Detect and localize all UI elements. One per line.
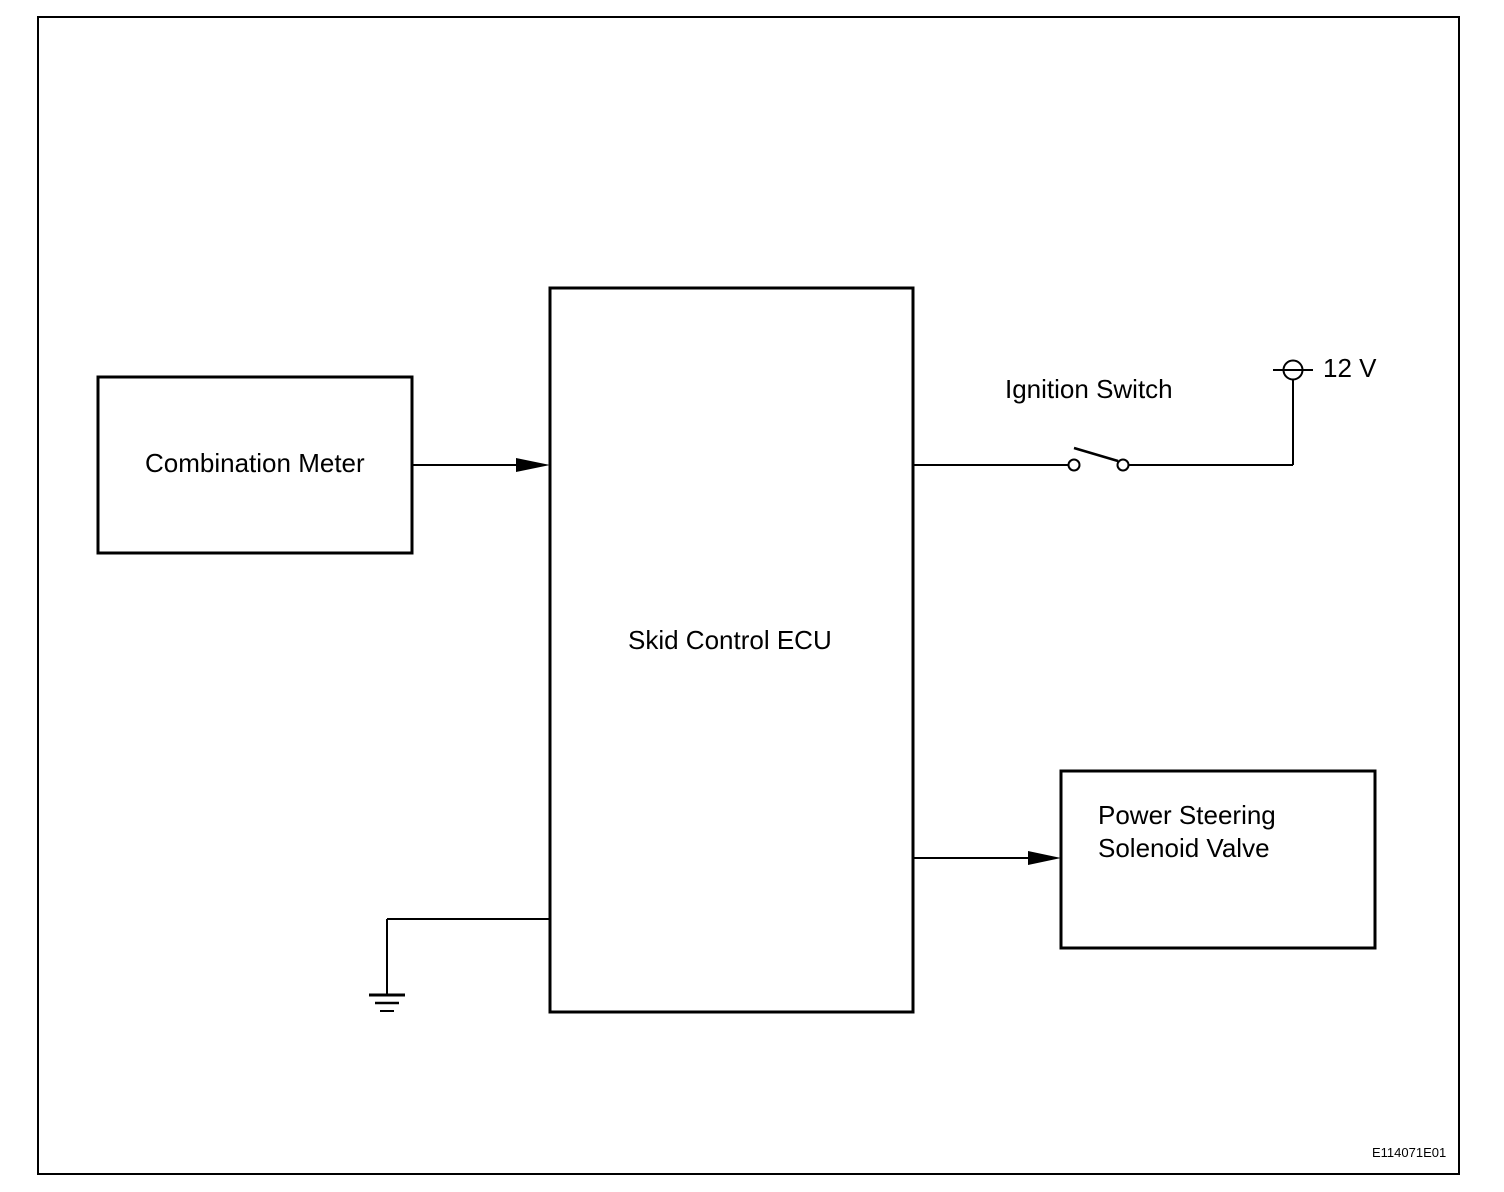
ps-solenoid-label-line2: Solenoid Valve [1098, 833, 1270, 863]
meter-to-ecu-wire [412, 458, 550, 472]
ignition-switch-label: Ignition Switch [1005, 374, 1173, 404]
battery-terminal-symbol [1273, 359, 1313, 381]
combination-meter-label: Combination Meter [145, 448, 365, 478]
skid-control-ecu-label: Skid Control ECU [628, 625, 832, 655]
ecu-to-solenoid-wire [913, 851, 1061, 865]
ground-symbol [369, 993, 405, 1012]
skid-control-ecu-box [548, 286, 915, 1014]
voltage-label: 12 V [1323, 353, 1377, 383]
ps-solenoid-valve-box [1059, 769, 1377, 950]
diagram-frame [37, 16, 1460, 1175]
figure-code: E114071E01 [1372, 1145, 1447, 1160]
ignition-circuit-wire [913, 380, 1294, 466]
ps-solenoid-label-line1: Power Steering [1098, 800, 1276, 830]
ignition-switch-symbol [1067, 446, 1130, 472]
ground-wire [386, 918, 550, 995]
